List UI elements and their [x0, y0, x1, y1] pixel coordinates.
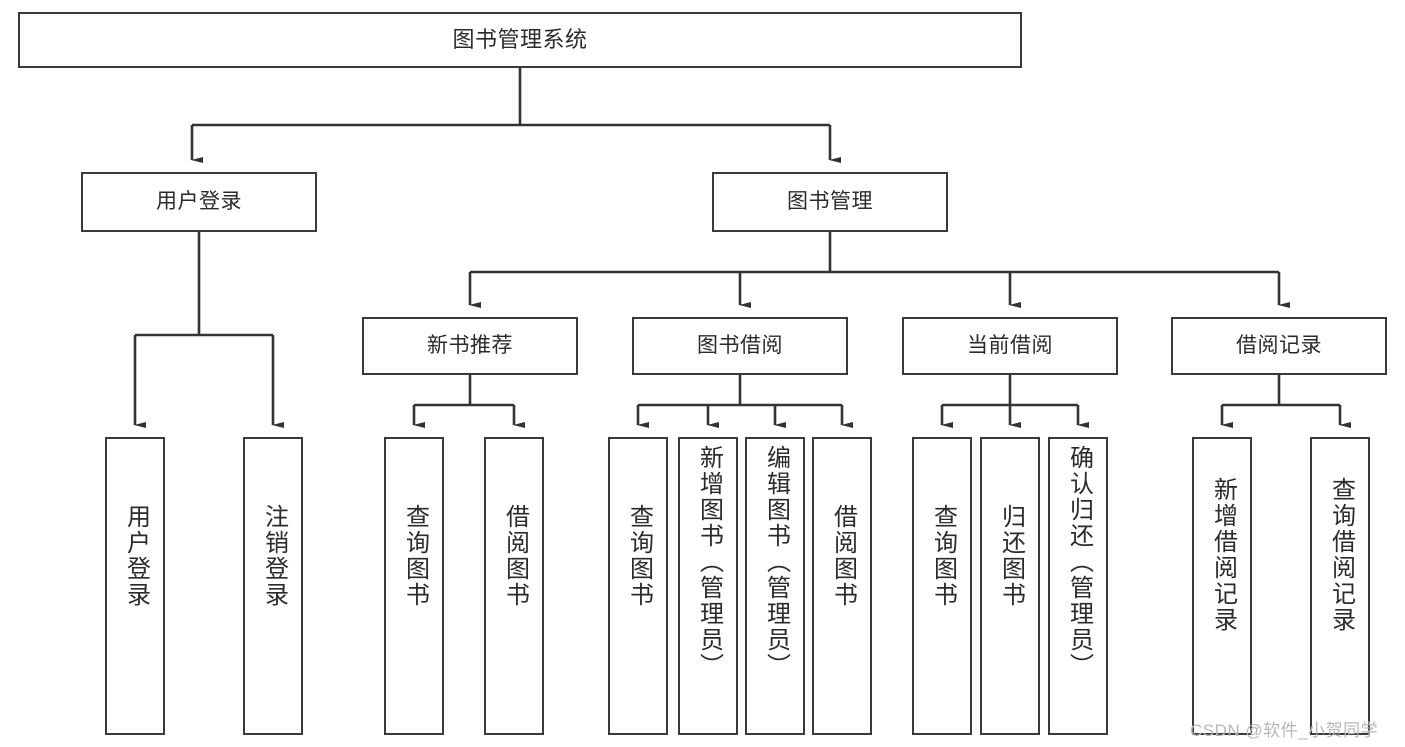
- node-label: 查询图书: [401, 504, 429, 608]
- leaf-borrow-query-book[interactable]: 查询图书: [608, 437, 668, 735]
- csdn-watermark: CSDN @软件_小贺同学: [1190, 721, 1379, 740]
- node-current-borrow[interactable]: 当前借阅: [902, 317, 1118, 375]
- node-label: 图书管理系统: [452, 27, 588, 53]
- leaf-record-query-record[interactable]: 查询借阅记录: [1310, 437, 1370, 735]
- node-label: 查询图书: [625, 504, 653, 608]
- node-root-system[interactable]: 图书管理系统: [18, 12, 1022, 68]
- leaf-borrow-edit-book-admin[interactable]: 编辑图书（管理员）: [745, 437, 805, 735]
- leaf-recommend-borrow-book[interactable]: 借阅图书: [484, 437, 544, 735]
- node-label: 用户登录: [156, 189, 242, 213]
- node-label: 注销登录: [260, 504, 288, 608]
- leaf-record-add-record[interactable]: 新增借阅记录: [1192, 437, 1252, 735]
- leaf-current-query-book[interactable]: 查询图书: [912, 437, 972, 735]
- node-label: 图书借阅: [697, 333, 783, 357]
- node-label: 借阅记录: [1236, 333, 1322, 357]
- node-label: 编辑图书（管理员）: [762, 445, 790, 679]
- node-book-borrow[interactable]: 图书借阅: [632, 317, 848, 375]
- node-label: 借阅图书: [829, 504, 857, 608]
- node-label: 图书管理: [787, 189, 873, 213]
- node-book-management[interactable]: 图书管理: [712, 172, 948, 232]
- leaf-current-return-book[interactable]: 归还图书: [980, 437, 1040, 735]
- node-label: 新增借阅记录: [1209, 477, 1237, 633]
- node-label: 借阅图书: [501, 504, 529, 608]
- node-label: 新增图书（管理员）: [695, 445, 723, 679]
- node-label: 当前借阅: [967, 333, 1053, 357]
- node-label: 确认归还（管理员）: [1065, 445, 1093, 679]
- node-new-book-recommend[interactable]: 新书推荐: [362, 317, 578, 375]
- leaf-borrow-borrow-book[interactable]: 借阅图书: [812, 437, 872, 735]
- leaf-user-login-logout[interactable]: 注销登录: [243, 437, 303, 735]
- node-label: 查询图书: [929, 504, 957, 608]
- node-borrow-record[interactable]: 借阅记录: [1171, 317, 1387, 375]
- leaf-current-confirm-return-admin[interactable]: 确认归还（管理员）: [1048, 437, 1108, 735]
- leaf-borrow-add-book-admin[interactable]: 新增图书（管理员）: [678, 437, 738, 735]
- leaf-recommend-query-book[interactable]: 查询图书: [384, 437, 444, 735]
- node-label: 用户登录: [122, 504, 150, 608]
- leaf-user-login-login[interactable]: 用户登录: [105, 437, 165, 735]
- node-label: 归还图书: [997, 504, 1025, 608]
- node-label: 查询借阅记录: [1327, 477, 1355, 633]
- node-label: 新书推荐: [427, 333, 513, 357]
- node-user-login[interactable]: 用户登录: [81, 172, 317, 232]
